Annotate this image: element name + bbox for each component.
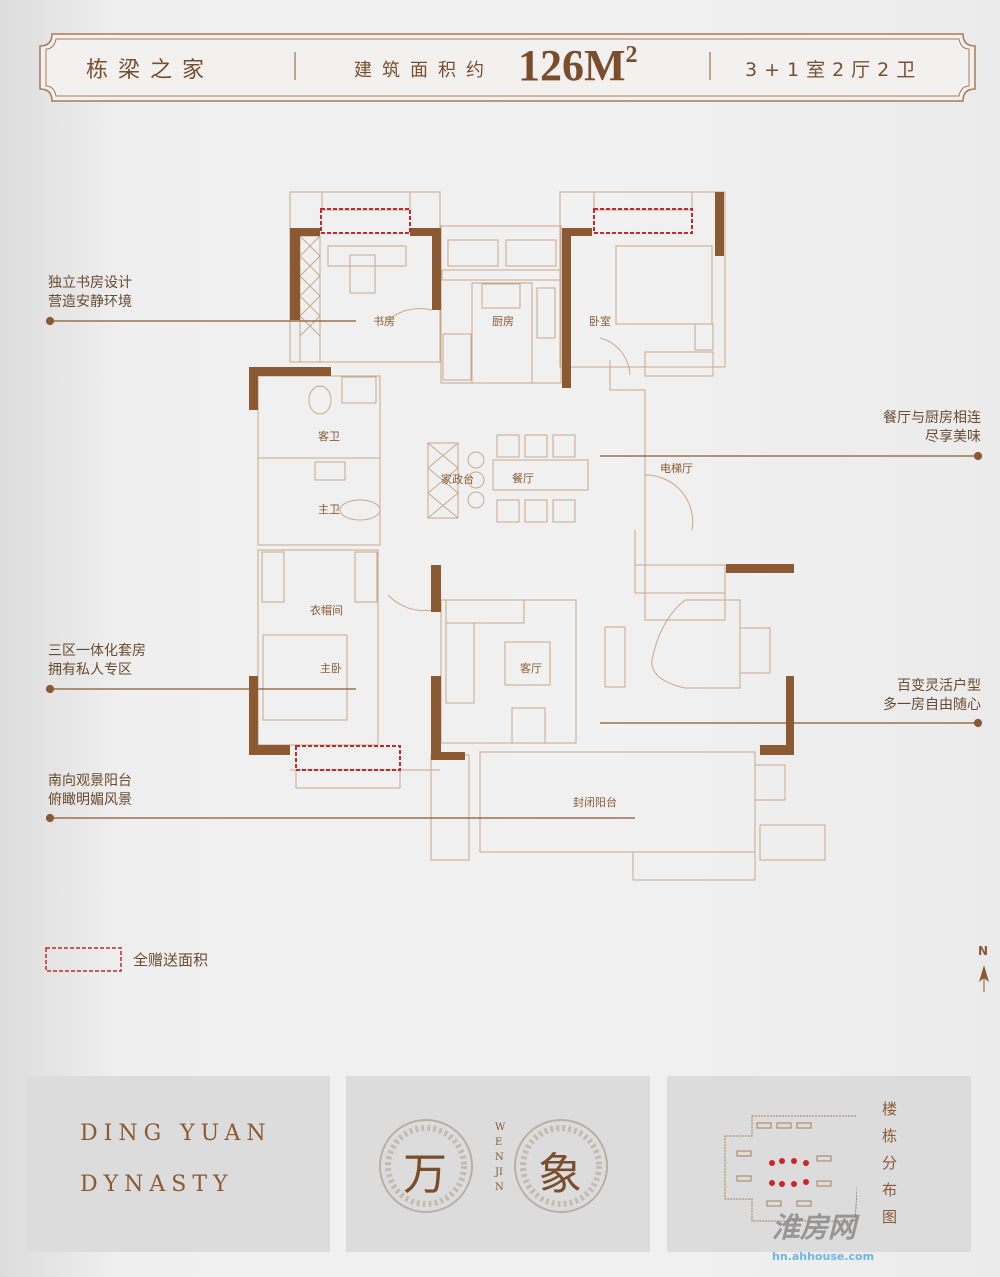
north-label: N: [978, 944, 989, 958]
brand-panel: DING YUAN DYNASTY: [26, 1076, 330, 1252]
brand-line-1: DING YUAN: [80, 1121, 272, 1146]
room-elevator-hall: 电梯厅: [660, 462, 693, 475]
note-study: 独立书房设计营造安静环境: [48, 275, 132, 310]
legend-gift-label: 全赠送面积: [133, 951, 209, 969]
area-label: 建筑面积约: [354, 60, 494, 81]
header-frame: [39, 33, 976, 102]
plan-outlines: [257, 191, 826, 881]
watermark-name: 淮房网: [772, 1211, 857, 1244]
room-study: 书房: [373, 315, 395, 328]
note-flexible: 百变灵活户型多一房自由随心: [883, 678, 981, 713]
room-bedroom: 卧室: [589, 314, 611, 328]
area-superscript: 2: [625, 42, 638, 68]
area-number: 126M: [518, 41, 626, 90]
watermark-url: hn.ahhouse.com: [772, 1250, 875, 1263]
area-value: 126M2: [518, 40, 638, 91]
room-dining: 餐厅: [512, 471, 534, 485]
seal-panel: 万 象 WENJIN: [346, 1076, 650, 1252]
room-housework: 家政台: [441, 472, 474, 486]
site-map-title: 楼栋分布图: [882, 1100, 898, 1226]
note-suite: 三区一体化套房拥有私人专区: [48, 643, 146, 678]
room-balcony: 封闭阳台: [573, 795, 617, 809]
gift-area-outlines: [295, 208, 693, 771]
room-kitchen: 厨房: [492, 315, 514, 328]
project-name: 栋梁之家: [86, 58, 215, 83]
layout-summary: 3+1室2厅2卫: [745, 59, 923, 81]
annotation-leaders: [45, 316, 983, 823]
room-master-bath: 主卫: [318, 503, 340, 516]
room-master-bedroom: 主卧: [320, 662, 342, 675]
room-guest-bath: 客卫: [318, 429, 340, 443]
seal-char-1: 万: [403, 1149, 447, 1200]
room-cloakroom: 衣帽间: [310, 603, 343, 617]
note-dining: 餐厅与厨房相连尽享美味: [883, 410, 981, 445]
seal-char-2: 象: [538, 1149, 582, 1200]
legend-gift-swatch: [45, 947, 122, 972]
note-balcony: 南向观景阳台俯瞰明媚风景: [48, 773, 132, 808]
site-map-thumbnail: [724, 1115, 857, 1222]
north-arrow-icon: [979, 965, 989, 992]
room-living: 客厅: [520, 661, 542, 675]
seal-vertical-text: WENJIN: [495, 1122, 506, 1193]
structural-walls: [249, 192, 794, 760]
brand-line-2: DYNASTY: [80, 1172, 234, 1197]
seal-medallions: [379, 1119, 608, 1213]
site-map-panel: 楼栋分布图: [667, 1076, 971, 1252]
